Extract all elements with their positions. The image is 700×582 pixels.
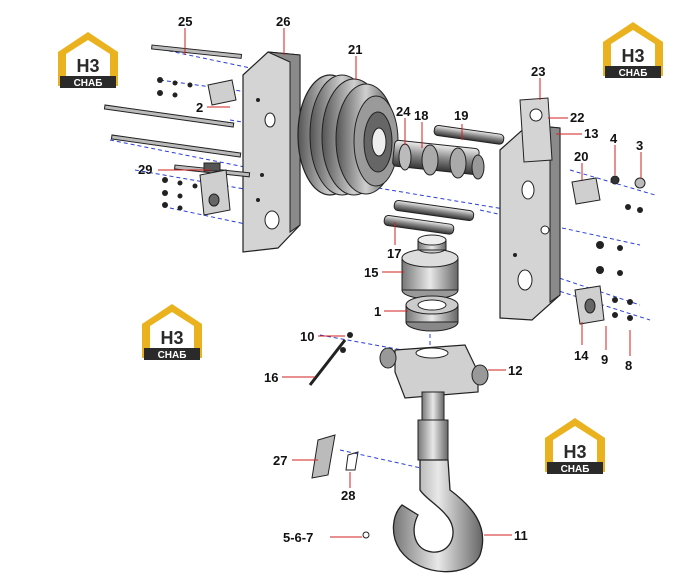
callout-label-13: 13 [584, 126, 598, 141]
callout-28: 28 [341, 472, 355, 503]
logo-word: CHAБ [158, 350, 187, 361]
logo-mark: H3 [621, 46, 644, 66]
callout-13: 13 [556, 126, 598, 141]
callout-label-15: 15 [364, 265, 378, 280]
callout-14: 14 [574, 322, 589, 363]
callout-label-12: 12 [508, 363, 522, 378]
small-parts [308, 332, 370, 539]
callout-label-8: 8 [625, 358, 632, 373]
callout-label-27: 27 [273, 453, 287, 468]
callout-label-29: 29 [138, 162, 152, 177]
callout-label-1: 1 [374, 304, 381, 319]
rod-pins [383, 125, 505, 235]
callout-9: 9 [601, 326, 608, 367]
callout-27: 27 [273, 453, 318, 468]
right-fasteners [571, 175, 646, 325]
logo-word: CHAБ [561, 464, 590, 475]
left-side-plate [242, 51, 301, 253]
left-fasteners [157, 77, 198, 211]
logo-word: CHAБ [619, 68, 648, 79]
callout-2: 2 [196, 100, 230, 115]
callout-label-28: 28 [341, 488, 355, 503]
callout-8: 8 [625, 330, 632, 373]
logo-word: CHAБ [74, 78, 103, 89]
left-brackets [199, 79, 237, 216]
callout-23: 23 [531, 64, 545, 100]
bearing-housing [401, 234, 459, 300]
callout-label-5-6-7: 5-6-7 [283, 530, 313, 545]
hook-block [379, 344, 489, 399]
callout-10: 10 [300, 329, 345, 344]
callout-4: 4 [610, 131, 618, 175]
callouts: 25 26 21 2 24 18 19 23 [138, 14, 643, 545]
top-lug [519, 97, 553, 163]
callout-label-10: 10 [300, 329, 314, 344]
logo-mark: H3 [563, 442, 586, 462]
long-bolts [103, 44, 251, 178]
watermark-logo: H3 CHAБ [142, 304, 202, 361]
callout-24: 24 [396, 104, 411, 145]
pulley-drum [297, 74, 399, 196]
main-shaft [392, 139, 485, 180]
callout-26: 26 [276, 14, 290, 55]
callout-20: 20 [574, 149, 588, 180]
callout-label-21: 21 [348, 42, 362, 57]
callout-label-22: 22 [570, 110, 584, 125]
crane-hook [392, 391, 484, 573]
callout-label-20: 20 [574, 149, 588, 164]
callout-18: 18 [414, 108, 428, 148]
callout-label-18: 18 [414, 108, 428, 123]
callout-label-23: 23 [531, 64, 545, 79]
callout-label-16: 16 [264, 370, 278, 385]
callout-12: 12 [488, 363, 522, 378]
watermark-logo: H3 CHAБ [545, 418, 605, 475]
logo-mark: H3 [160, 328, 183, 348]
watermark-logo: H3 CHAБ [603, 22, 663, 79]
callout-3: 3 [636, 138, 643, 178]
watermark-logo: H3 CHAБ [58, 32, 118, 89]
callout-16: 16 [264, 370, 315, 385]
logo-mark: H3 [76, 56, 99, 76]
callout-label-14: 14 [574, 348, 589, 363]
callout-19: 19 [454, 108, 468, 140]
callout-21: 21 [348, 42, 362, 80]
callout-label-2: 2 [196, 100, 203, 115]
callout-11: 11 [484, 528, 528, 543]
callout-5-6-7: 5-6-7 [283, 530, 362, 545]
callout-25: 25 [178, 14, 192, 55]
callout-29: 29 [138, 162, 210, 177]
callout-22: 22 [548, 110, 584, 125]
callout-15: 15 [364, 265, 404, 280]
callout-label-11: 11 [514, 528, 528, 543]
callout-label-9: 9 [601, 352, 608, 367]
callout-label-25: 25 [178, 14, 192, 29]
thrust-bearing [405, 295, 459, 332]
callout-label-3: 3 [636, 138, 643, 153]
callout-label-17: 17 [387, 246, 401, 261]
callout-label-19: 19 [454, 108, 468, 123]
callout-17: 17 [387, 222, 401, 261]
callout-label-4: 4 [610, 131, 618, 146]
right-side-plate [499, 124, 561, 321]
callout-label-24: 24 [396, 104, 411, 119]
callout-label-26: 26 [276, 14, 290, 29]
callout-1: 1 [374, 304, 408, 319]
